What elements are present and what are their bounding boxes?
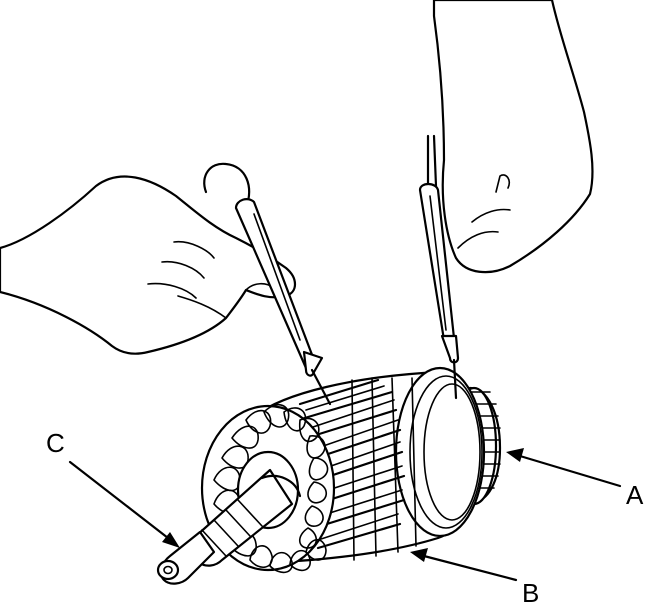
left-test-probe-icon [203, 162, 332, 406]
callout-c-leader [68, 460, 180, 548]
callout-c-label: C [46, 428, 65, 458]
callout-a-label: A [626, 480, 644, 510]
callout-b-leader [410, 548, 518, 582]
armature-icon [156, 366, 502, 585]
callout-a-leader [506, 448, 622, 488]
right-hand-icon [432, 0, 594, 274]
right-test-probe-icon [418, 134, 460, 400]
callout-b-label: B [522, 578, 539, 608]
armature-shaft [156, 468, 302, 585]
